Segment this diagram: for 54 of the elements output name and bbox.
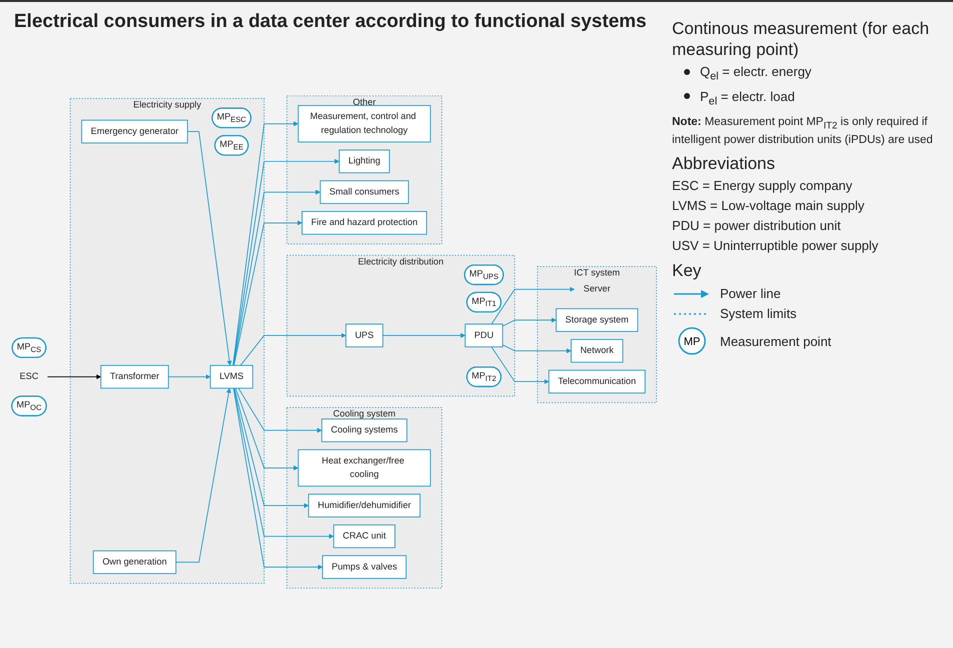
arrow: [168, 374, 211, 380]
heading: Continous measurement (for each measuring point): [672, 18, 930, 60]
abbreviation-text: LVMS = Low-voltage main supply: [672, 198, 866, 214]
heading: Abbreviations: [672, 153, 776, 174]
legend-text: Measurement point: [720, 334, 832, 349]
arrow: [240, 332, 346, 366]
abbreviation-text: USV = Uninterruptible power supply: [672, 238, 880, 254]
node-box: Lighting: [338, 150, 390, 174]
arrow: [233, 388, 323, 570]
abbreviation-text: ESC = Energy supply company: [672, 178, 854, 194]
symbol-text: MP: [684, 336, 700, 348]
node-box: Transformer: [100, 365, 169, 389]
node-box: Storage system: [556, 308, 638, 332]
node-box: Measurement, control and regulation technology: [298, 105, 431, 142]
arrow: [235, 388, 298, 470]
node-box: Cooling systems: [321, 418, 408, 442]
node-box: Humidifier/dehumidifier: [308, 494, 420, 518]
arrow: [234, 388, 309, 508]
arrow: [491, 346, 550, 384]
node-text: Server: [584, 284, 610, 294]
node-box: LVMS: [210, 365, 254, 389]
formula-text: P$_{el}$ = electr. load: [700, 88, 795, 104]
node-box: CRAC unit: [333, 524, 396, 548]
arrow: [233, 190, 320, 366]
arrow: [502, 344, 572, 354]
node-box: Heat exchanger/free cooling: [298, 449, 431, 487]
note-text: Note: Measurement point MP$_{IT2}$ is only required if intelligent power distribution units (iPDUs) are used: [672, 115, 934, 148]
arrow: [175, 388, 232, 563]
node-box: PDU: [464, 324, 504, 348]
arrow: [382, 332, 466, 338]
heading: Key: [672, 260, 702, 282]
node-box: Pumps & valves: [322, 555, 407, 579]
node-box: Own generation: [92, 550, 176, 574]
arrow: [187, 131, 232, 366]
abbreviation-text: PDU = power distribution unit: [672, 218, 842, 234]
arrow: [491, 286, 575, 325]
formula-text: Q$_{el}$ = electr. energy: [700, 64, 812, 79]
node-text: ESC: [20, 372, 38, 382]
arrow: [233, 388, 334, 539]
arrow: [234, 220, 302, 366]
arrow: [232, 121, 298, 366]
legend-text: System limits: [720, 306, 797, 322]
node-box: Small consumers: [320, 180, 409, 204]
arrow: [47, 374, 102, 380]
arrow: [238, 388, 322, 433]
legend-text: Power line: [720, 286, 781, 302]
node-box: Fire and hazard protection: [302, 211, 428, 235]
arrow: [502, 318, 556, 327]
node-box: Emergency generator: [81, 120, 188, 144]
node-box: UPS: [345, 324, 384, 348]
diagram-title: Electrical consumers in a data center according to functional systems: [14, 10, 648, 33]
arrow: [232, 158, 340, 366]
node-box: Telecommunication: [548, 370, 646, 394]
node-box: Network: [570, 339, 624, 363]
